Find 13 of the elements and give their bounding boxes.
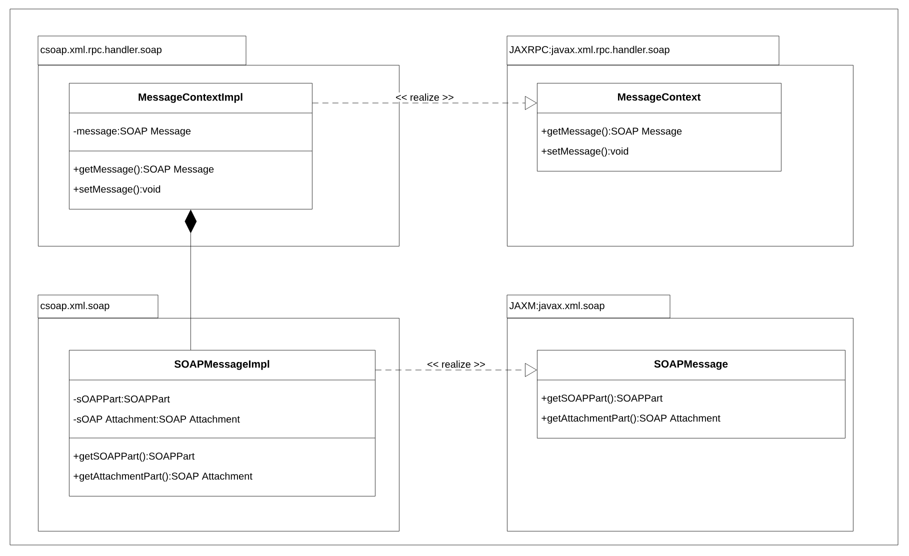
class-box: SOAPMessageImpl -sOAPPart:SOAPPart -sOAP Attachment:SOAP Attachment +getSOAPPart():SOAPPart +getAttachmentPart():SOAP Attachment <box>68 350 376 496</box>
node-label: csoap.xml.soap <box>40 302 110 312</box>
edge-label: << realize >> <box>396 93 454 101</box>
node-label: JAXRPC:javax.xml.rpc.handler.soap <box>509 46 670 56</box>
class-box: SOAPMessage +getSOAPPart():SOAPPart +getAttachmentPart():SOAP Attachment <box>536 350 846 438</box>
node-label: csoap.xml.rpc.handler.soap <box>40 46 162 56</box>
realization-arrow <box>375 363 537 377</box>
composition-line <box>184 210 197 350</box>
class-box: MessageContext +getMessage():SOAP Message +setMessage():void <box>536 83 782 172</box>
realization-arrow <box>312 96 537 110</box>
node-label: JAXM:javax.xml.soap <box>509 302 604 312</box>
class-box: MessageContextImpl -message:SOAP Message +getMessage():SOAP Message +setMessage():void <box>68 83 312 210</box>
edge-label: << realize >> <box>428 360 485 368</box>
